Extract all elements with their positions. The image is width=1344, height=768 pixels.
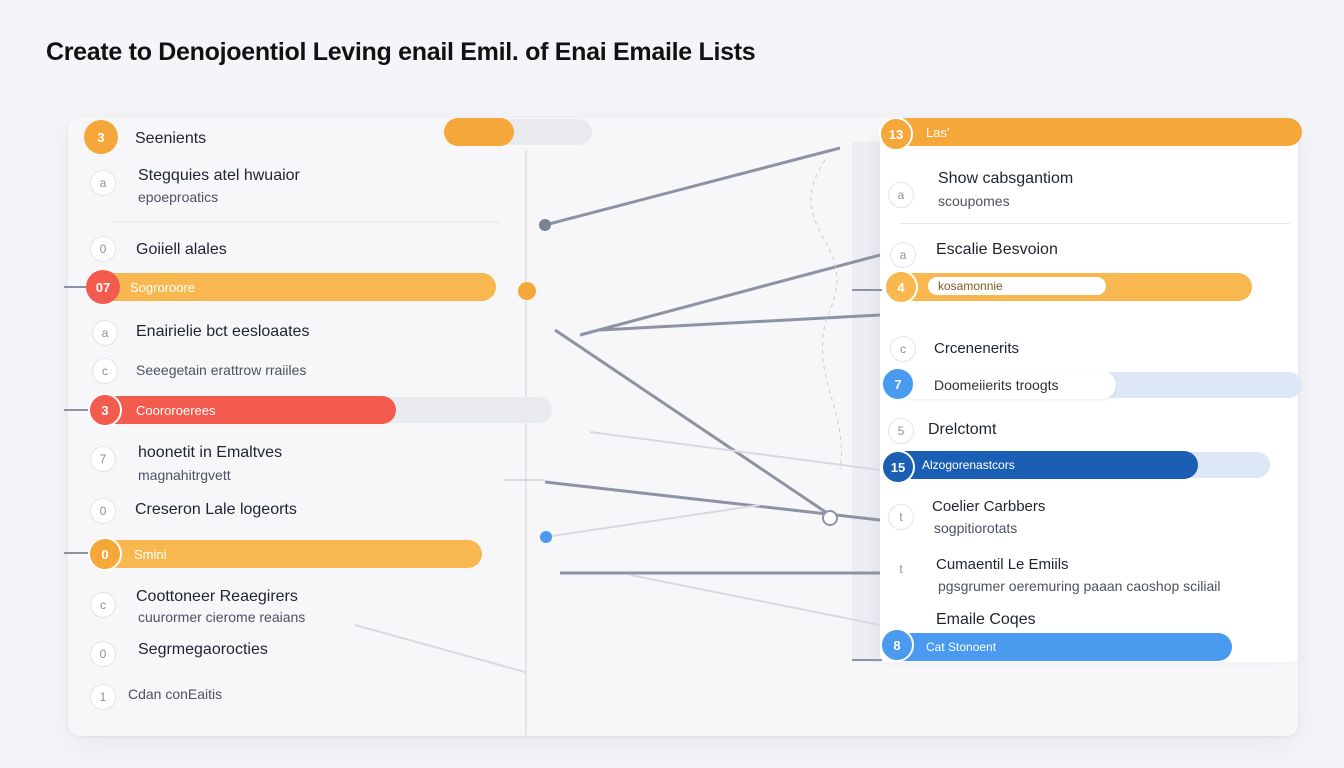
list-item-label[interactable]: Enairielie bct eesloaates (136, 323, 310, 340)
bar-icon: 07 (86, 270, 120, 304)
dashed-curve (810, 159, 842, 471)
link-line-9 (629, 574, 881, 626)
bar-icon: 7 (881, 367, 915, 401)
page-title: Create to Denojoentiol Leving enail Emil… (46, 38, 756, 66)
item-icon: 0 (90, 641, 116, 667)
item-icon: t (899, 562, 903, 576)
right-column-edge (852, 142, 880, 662)
left-header-icon: 3 (84, 120, 118, 154)
bar-icon: 15 (881, 450, 915, 484)
list-item-label[interactable]: Segrmegaorocties (138, 641, 268, 658)
link-line-4 (554, 328, 831, 517)
orange-node (518, 282, 536, 300)
link-line-10 (354, 624, 526, 673)
bar-item[interactable]: Cat Stonoent (890, 633, 1232, 661)
list-item-label[interactable]: Cdan conEaitis (128, 686, 223, 702)
right-divider (900, 223, 1290, 224)
list-item-label[interactable]: Drelctomt (928, 421, 997, 438)
blue-node (540, 531, 552, 543)
bar-item[interactable]: Smini (100, 540, 482, 568)
right-header-bar[interactable]: Las' (886, 118, 1302, 146)
list-item-label[interactable]: Seeegetain erattrow rraiiles (136, 362, 307, 378)
link-line-2 (579, 253, 881, 337)
list-item-label[interactable]: Coelier Carbbers (932, 498, 1046, 515)
list-item-sub: epoeproatics (138, 189, 219, 205)
list-item-sub: cuurormer cierome reaians (138, 609, 306, 625)
link-line-3 (599, 313, 881, 332)
item-icon: a (888, 182, 914, 208)
list-item-label[interactable]: Creseron Lale logeorts (135, 501, 297, 518)
header-progress-fill (444, 118, 514, 146)
list-item-label[interactable]: Coottoneer Reaegirers (136, 588, 298, 605)
list-item-sub: magnahitrgvett (138, 467, 231, 483)
list-item-label[interactable]: Goiiell alales (136, 241, 227, 258)
bar-icon: 4 (884, 270, 918, 304)
item-icon: 0 (90, 498, 116, 524)
item-icon: a (92, 320, 118, 346)
list-item-label[interactable]: Escalie Besvoion (936, 241, 1058, 258)
bar-icon: 3 (88, 393, 122, 427)
bar-item[interactable]: Doomeiierits troogts (900, 371, 1116, 399)
bar-icon: 8 (880, 628, 914, 662)
bar-icon: 0 (88, 537, 122, 571)
list-item-sub: scoupomes (938, 193, 1010, 209)
bar-item[interactable]: Alzogorenastcors (892, 451, 1198, 479)
bar-inner-label: kosamonnie (928, 277, 1106, 295)
list-item-sub: sogpitiorotats (934, 520, 1018, 536)
bar-item[interactable]: Sogroroore (96, 273, 496, 301)
item-icon: 5 (888, 418, 914, 444)
link-line-7 (589, 431, 881, 471)
item-icon: 0 (90, 236, 116, 262)
item-icon: 1 (90, 684, 116, 710)
link-end-node (822, 510, 838, 526)
right-header-icon: 13 (879, 117, 913, 151)
list-item-label[interactable]: Crcenenerits (934, 340, 1020, 357)
link-line-1 (544, 146, 841, 227)
item-icon: a (90, 170, 116, 196)
list-item-label[interactable]: Stegquies atel hwuaior (138, 167, 300, 184)
list-item-sub: pgsgrumer oeremuring paaan caoshop scili… (938, 578, 1221, 594)
item-icon: 7 (90, 446, 116, 472)
list-item-label[interactable]: Emaile Coqes (936, 611, 1036, 628)
item-icon: a (890, 242, 916, 268)
link-line-8 (544, 504, 761, 538)
list-item-label[interactable]: Show cabsgantiom (938, 170, 1074, 187)
list-item-label[interactable]: Cumaentil Le Emiils (936, 556, 1069, 573)
link-node-1 (539, 219, 551, 231)
list-item-label[interactable]: hoonetit in Emaltves (138, 444, 283, 461)
left-header-label: Seenients (135, 130, 207, 147)
item-icon: c (90, 592, 116, 618)
item-icon: t (888, 504, 914, 530)
bar-item[interactable]: Coororoerees (100, 396, 396, 424)
item-icon: c (92, 358, 118, 384)
item-icon: c (890, 336, 916, 362)
